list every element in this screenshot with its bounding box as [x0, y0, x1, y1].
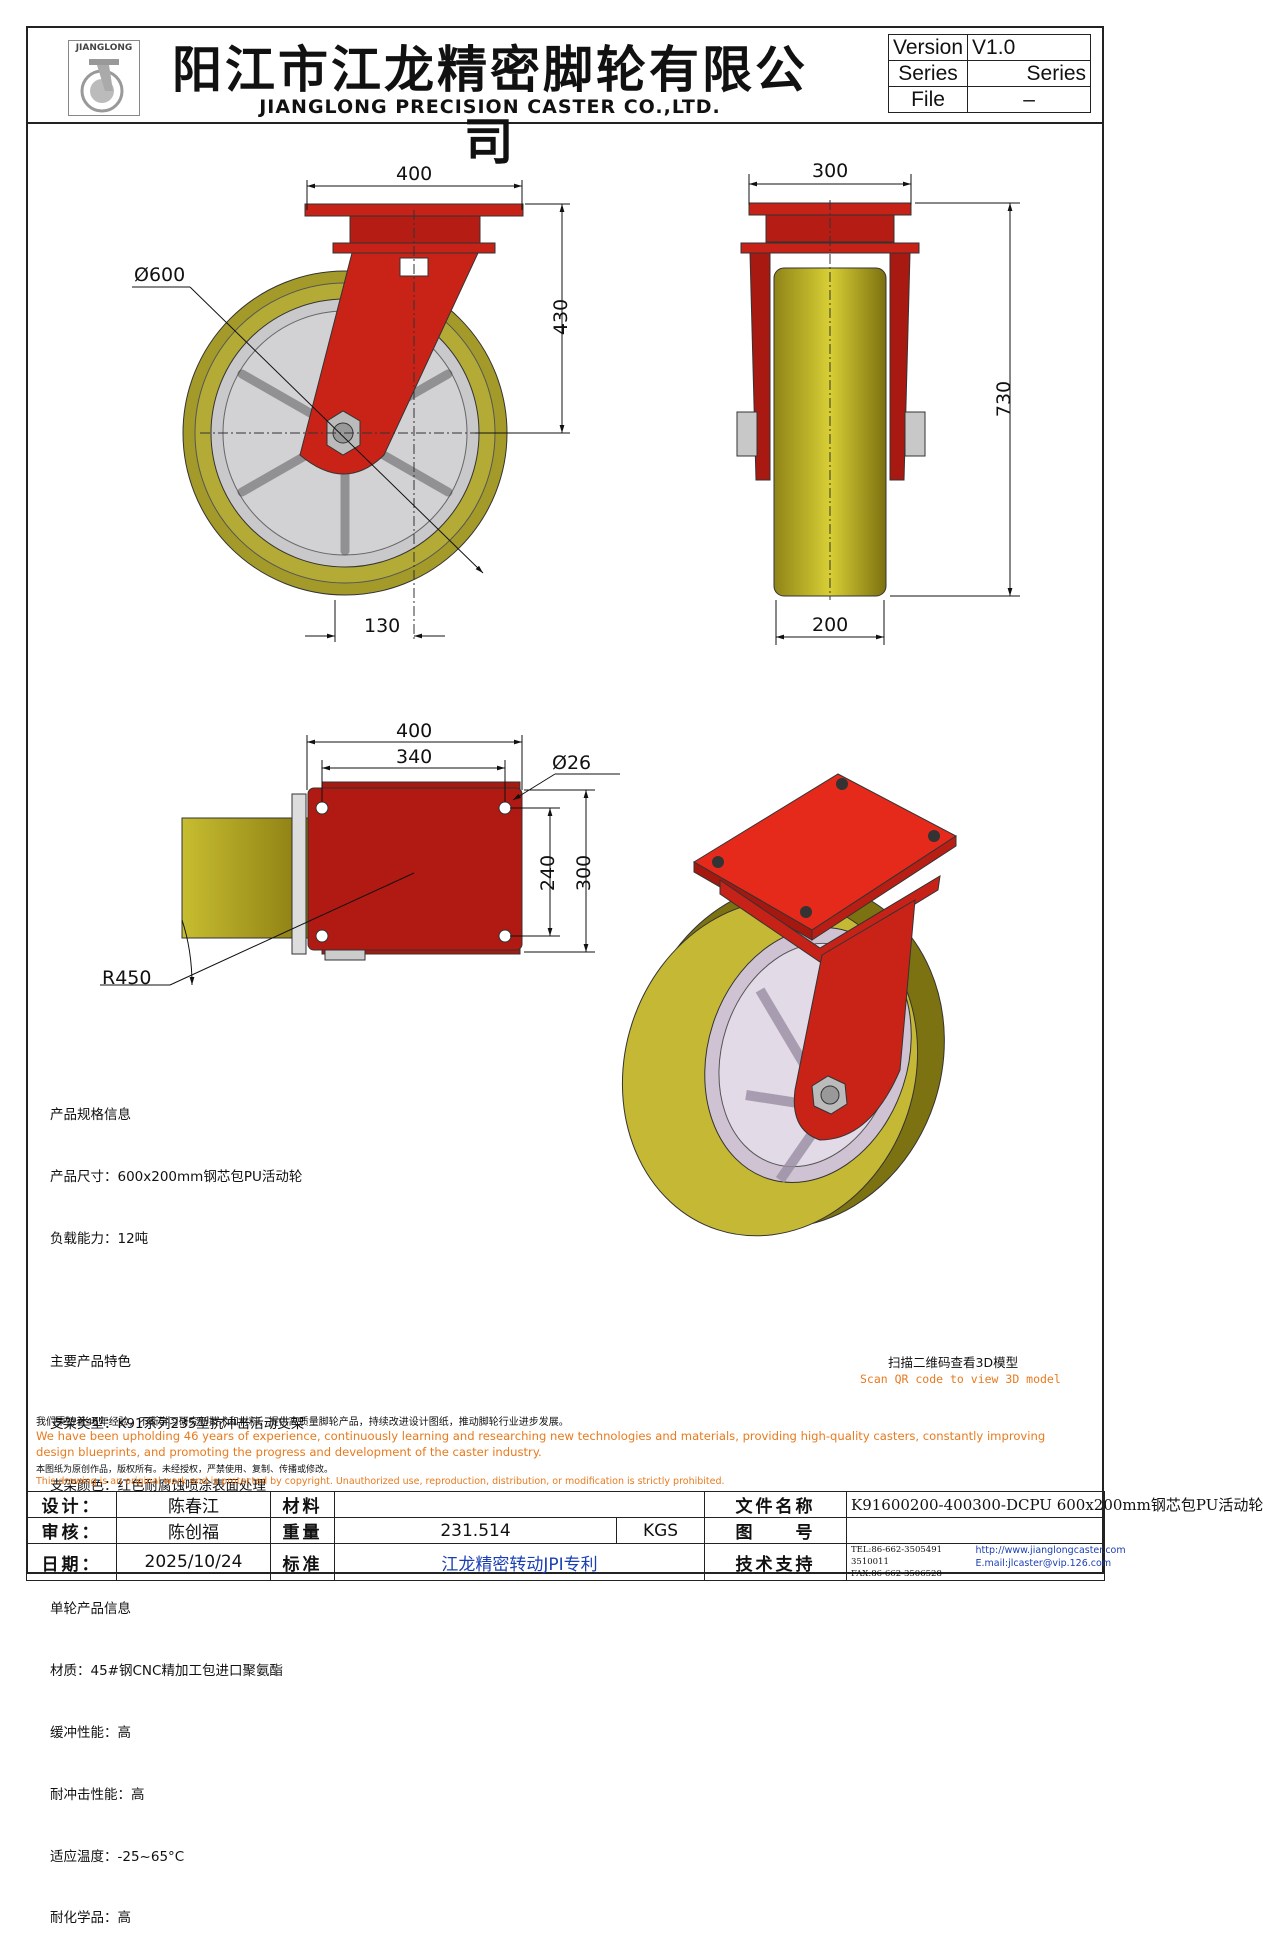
weight-unit: KGS: [616, 1517, 705, 1544]
drawing-no-value: [846, 1517, 1105, 1544]
dim-side-width: 300: [812, 160, 849, 182]
company-name-en: JIANGLONG PRECISION CASTER CO.,LTD.: [259, 96, 721, 118]
email-link[interactable]: E.mail:jlcaster@vip.126.com: [975, 1558, 1112, 1569]
spec-material: 材质：45#钢CNC精加工包进口聚氨酯: [50, 1663, 283, 1680]
dim-offset-130: 130: [364, 615, 401, 637]
review-value: 陈创福: [116, 1517, 271, 1544]
spec-bracket-type: 支架类型：K91系列235型抗冲击活动支架: [50, 1416, 305, 1433]
spec-cushion: 缓冲性能：高: [50, 1725, 131, 1741]
copyright-cn: 本图纸为原创作品，版权所有。未经授权，严禁使用、复制、传播或修改。: [36, 1465, 334, 1475]
weight-value: 231.514: [334, 1517, 617, 1544]
company-logo: JIANGLONG: [68, 40, 140, 116]
date-label: 日期：: [26, 1543, 117, 1581]
caster-logo-icon: [80, 59, 124, 113]
spec-size: 产品尺寸：600x200mm钢芯包PU活动轮: [50, 1168, 303, 1185]
series-label: Series: [887, 60, 969, 87]
statement-en: We have been upholding 46 years of exper…: [36, 1429, 1046, 1459]
dim-top-340: 340: [396, 746, 433, 768]
statement-cn: 我们秉持着46年经验，不断学习研究新技术和材料，提供高质量脚轮产品，持续改进设计…: [36, 1417, 569, 1428]
side-view-dimensions: [748, 174, 1020, 645]
side-view: [736, 200, 926, 600]
front-view: [182, 203, 524, 640]
header-divider: [26, 122, 1104, 124]
version-table: Version V1.0 Series Series File –: [887, 34, 1092, 113]
standard-value: 江龙精密转动JPI专利: [334, 1543, 705, 1581]
spec-temperature: 适应温度：-25~65°C: [50, 1848, 185, 1865]
dim-plate-240: 240: [537, 854, 560, 892]
spec-section3-title: 单轮产品信息: [50, 1601, 131, 1618]
design-value: 陈春江: [116, 1491, 271, 1518]
dim-height-430: 430: [550, 298, 573, 336]
design-label: 设计：: [26, 1491, 117, 1518]
top-view-dimensions: [100, 735, 620, 986]
series-value: Series: [967, 60, 1092, 87]
version-value: V1.0: [967, 34, 1092, 61]
dim-height-730: 730: [993, 380, 1016, 418]
dim-plate-300: 300: [573, 854, 596, 892]
spec-chemical: 耐化学品：高: [50, 1910, 131, 1927]
qr-caption-cn: 扫描二维码查看3D模型: [888, 1355, 1019, 1370]
material-value: [334, 1491, 705, 1518]
review-label: 审核：: [26, 1517, 117, 1544]
dim-diameter: Ø600: [134, 264, 186, 286]
spec-block: 产品规格信息 产品尺寸：600x200mm钢芯包PU活动轮 负载能力：12吨 主…: [50, 1064, 304, 1950]
file-label: File: [887, 86, 969, 113]
dim-hole-diameter: Ø26: [552, 752, 592, 774]
website-link[interactable]: http://www.jianglongcaster.com: [975, 1545, 1126, 1556]
spec-impact: 耐冲击性能：高: [50, 1786, 145, 1803]
front-view-dimensions: [132, 180, 570, 642]
title-block: 设计： 陈春江 材料 文件名称 K91600200-400300-DCPU 60…: [26, 1491, 1263, 1581]
support-label: 技术支持: [704, 1543, 847, 1581]
spec-section1-title: 产品规格信息: [50, 1107, 131, 1124]
spec-section2-title: 主要产品特色: [50, 1354, 131, 1371]
dim-front-width: 400: [396, 163, 433, 185]
dim-radius: R450: [102, 967, 152, 989]
material-label: 材料: [270, 1491, 335, 1518]
drawing-no-label: 图 号: [704, 1517, 847, 1544]
copyright-en: This drawing is an original work and is …: [36, 1476, 725, 1487]
isometric-view: [621, 773, 957, 1237]
spec-bracket-color: 支架颜色：红色耐腐蚀喷涂表面处理: [50, 1477, 266, 1494]
fax-text: FAX:86-662-3506528: [851, 1569, 942, 1579]
filename-label: 文件名称: [704, 1491, 847, 1518]
standard-label: 标准: [270, 1543, 335, 1581]
tel-text: TEL:86-662-3505491 3510011: [851, 1545, 943, 1567]
support-contacts: TEL:86-662-3505491 3510011 FAX:86-662-35…: [846, 1543, 1126, 1581]
spec-load: 负载能力：12吨: [50, 1230, 149, 1247]
technical-drawing: [100, 174, 1020, 1237]
date-value: 2025/10/24: [116, 1543, 271, 1581]
dim-wheel-width: 200: [812, 614, 849, 636]
filename-value: K91600200-400300-DCPU 600x200mm钢芯包PU活动轮: [846, 1491, 1263, 1518]
qr-caption-en: Scan QR code to view 3D model: [860, 1372, 1061, 1386]
file-value: –: [967, 86, 1092, 113]
weight-label: 重量: [270, 1517, 335, 1544]
top-view: [181, 781, 523, 961]
company-name-cn: 阳江市江龙精密脚轮有限公司: [172, 40, 808, 171]
logo-text: JIANGLONG: [75, 43, 133, 53]
dim-top-400: 400: [396, 720, 433, 742]
